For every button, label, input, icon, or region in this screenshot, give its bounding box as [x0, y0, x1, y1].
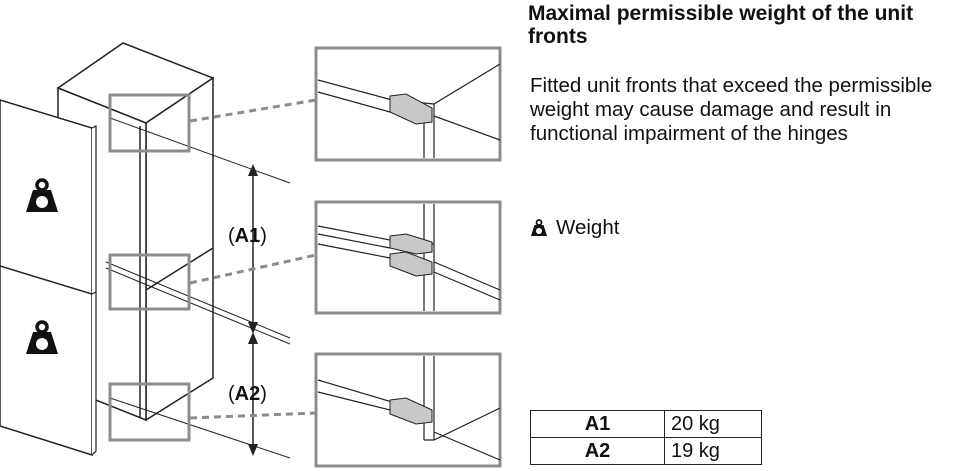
dimension-label-a2: (A2) [228, 383, 267, 405]
table-row: A2 19 kg [530, 437, 762, 465]
callout-leaders [189, 98, 317, 420]
upper-unit-front [0, 99, 97, 298]
hinge-detail-bottom [314, 352, 502, 468]
weight-icon [530, 219, 548, 237]
callout-source-boxes [108, 93, 191, 442]
hinge-detail-top [314, 46, 502, 162]
table-cell-weight: 19 kg [664, 437, 762, 465]
dimension-arrow-a1 [248, 164, 258, 334]
dimension-label-a1: (A1) [228, 225, 267, 247]
lower-unit-front [0, 265, 97, 457]
table-cell-code: A1 [530, 410, 665, 438]
table-cell-code: A2 [530, 437, 665, 465]
table-row: A1 20 kg [530, 410, 762, 438]
section-heading: Maximal permissible weight of the unit f… [528, 2, 914, 48]
appliance-diagram: (A1) (A2) [0, 42, 502, 468]
warning-description: Fitted unit fronts that exceed the permi… [530, 74, 933, 145]
table-cell-weight: 20 kg [664, 410, 762, 438]
legend: Weight [530, 215, 619, 241]
dimension-guides [105, 117, 291, 459]
weights-table: A1 20 kg A2 19 kg [530, 410, 762, 465]
hinge-detail-middle [314, 200, 502, 315]
legend-label: Weight [556, 216, 620, 239]
dimension-arrow-a2 [248, 332, 258, 456]
